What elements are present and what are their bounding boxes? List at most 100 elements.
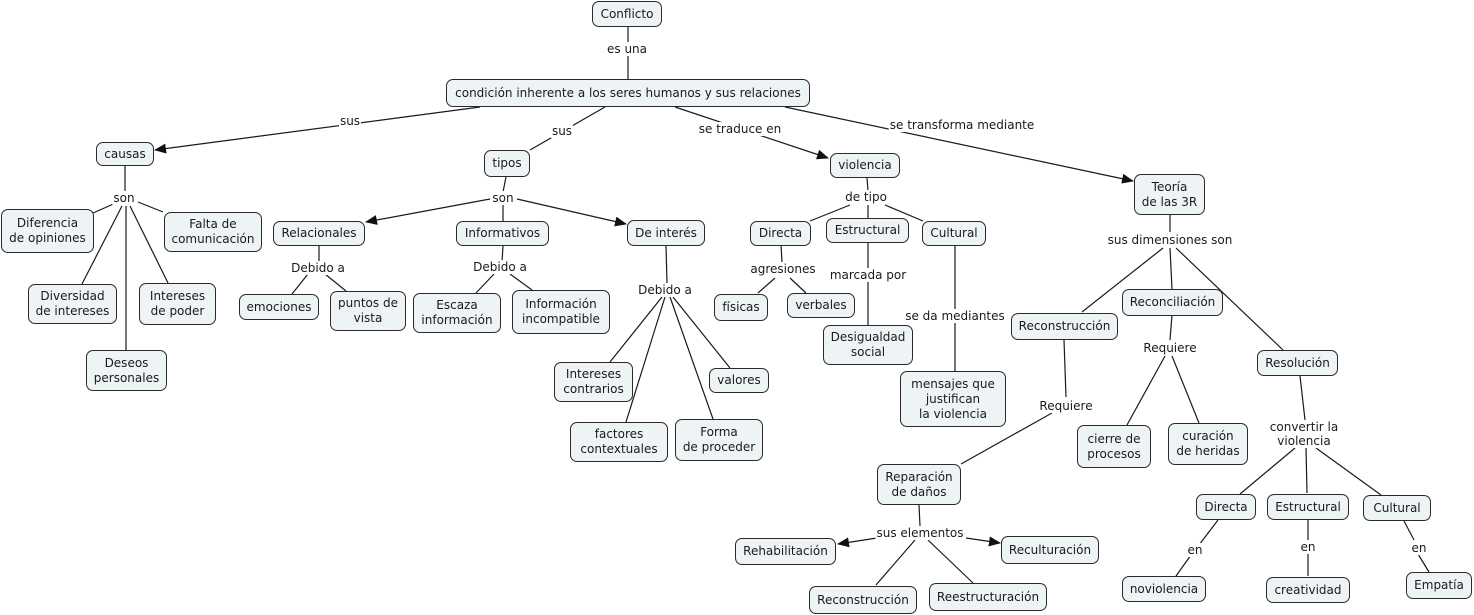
line-en-empatia <box>1417 553 1430 573</box>
link-label-en-directa: en <box>1186 543 1204 557</box>
concept-puntos-vista[interactable]: puntos de vista <box>330 291 406 331</box>
concept-diversidad-intereses[interactable]: Diversidad de intereses <box>28 284 117 324</box>
concept-creatividad[interactable]: creatividad <box>1266 577 1350 603</box>
concept-rehabilitacion[interactable]: Rehabilitación <box>735 538 836 565</box>
line-elementos-reconstruccion <box>875 539 916 586</box>
line-convertir-directa <box>1239 447 1296 495</box>
line-son-relacionales <box>365 198 491 225</box>
line-elementos-reculturacion <box>965 536 1001 547</box>
link-label-sus-dimensiones: sus dimensiones son <box>1106 233 1234 247</box>
line-son-intereses-poder <box>129 205 169 284</box>
concept-intereses-poder[interactable]: Intereses de poder <box>139 283 216 325</box>
line-tipos-son <box>502 176 507 193</box>
line-condicion-sus-causas <box>154 106 481 154</box>
link-label-convertir-violencia: convertir la violencia <box>1268 420 1340 448</box>
concept-de-interes[interactable]: De interés <box>627 220 705 246</box>
line-dimensiones-reconstruccion <box>1081 247 1164 313</box>
concept-reculturacion[interactable]: Reculturación <box>1001 536 1099 564</box>
link-label-requiere-reconciliacion: Requiere <box>1142 341 1198 355</box>
concept-reconstruccion-elemento[interactable]: Reconstrucción <box>809 586 917 614</box>
line-debido-forma <box>669 296 714 420</box>
line-requiere-curacion <box>1171 355 1200 424</box>
concept-forma-proceder[interactable]: Forma de proceder <box>675 419 763 461</box>
line-debido-factores <box>625 296 666 423</box>
line-son-deinteres <box>516 198 627 227</box>
concept-condicion-inherente[interactable]: condición inherente a los seres humanos … <box>446 79 810 107</box>
line-agresiones-fisicas <box>757 277 776 294</box>
concept-desigualdad-social[interactable]: Desigualdad social <box>823 325 913 365</box>
line-detipo-cultural <box>884 204 924 222</box>
line-directa-agresiones <box>780 244 783 263</box>
concept-resolucion[interactable]: Resolución <box>1257 350 1338 376</box>
line-condicion-transforma <box>784 106 1134 184</box>
link-label-son-causas: son <box>112 191 136 205</box>
concept-deseos-personales[interactable]: Deseos personales <box>86 350 167 391</box>
line-reconciliacion-requiere <box>1169 314 1173 341</box>
concept-mensajes-justifican[interactable]: mensajes que justifican la violencia <box>900 371 1006 427</box>
link-label-requiere-reconstruccion: Requiere <box>1038 399 1094 413</box>
concept-fisicas[interactable]: físicas <box>714 294 768 321</box>
line-debido-puntos <box>324 273 347 292</box>
line-requiere-cierre <box>1126 355 1166 426</box>
line-convertir-estructural <box>1305 447 1308 494</box>
link-label-es-una: es una <box>605 42 649 56</box>
concept-informativos[interactable]: Informativos <box>456 221 549 246</box>
line-violencia-detipo <box>866 177 869 192</box>
concept-informacion-incompatible[interactable]: Información incompatible <box>512 290 610 334</box>
line-elementos-rehabilitacion <box>837 537 878 548</box>
line-dimensiones-resolucion <box>1175 247 1284 351</box>
link-label-marcada-por: marcada por <box>828 268 908 282</box>
line-detipo-directa <box>809 204 851 222</box>
concept-reparacion-danos[interactable]: Reparación de daños <box>877 464 961 505</box>
link-label-sus-tipos: sus <box>550 124 574 138</box>
concept-empatia[interactable]: Empatía <box>1406 572 1472 599</box>
concept-relacionales[interactable]: Relacionales <box>273 221 365 246</box>
link-label-en-cultural: en <box>1410 541 1428 555</box>
concept-reconstruccion[interactable]: Reconstrucción <box>1011 313 1118 340</box>
concept-reestructuracion[interactable]: Reestructuración <box>929 583 1047 611</box>
concept-conflicto[interactable]: Conflicto <box>592 1 662 27</box>
concept-curacion-heridas[interactable]: curación de heridas <box>1168 423 1248 465</box>
concept-escaza-informacion[interactable]: Escaza información <box>413 293 501 333</box>
link-label-se-transforma-mediante: se transforma mediante <box>888 118 1036 132</box>
concept-falta-comunicacion[interactable]: Falta de comunicación <box>164 212 262 252</box>
concept-resolucion-cultural[interactable]: Cultural <box>1363 495 1431 521</box>
line-debido-valores <box>672 296 731 369</box>
link-label-se-da-mediantes: se da mediantes <box>904 309 1006 323</box>
line-elementos-reestructuracion <box>927 539 974 584</box>
line-agresiones-verbales <box>789 277 807 294</box>
concept-emociones[interactable]: emociones <box>239 294 319 320</box>
link-label-debido-informativos: Debido a <box>472 260 528 274</box>
link-label-debido-interes: Debido a <box>637 283 693 297</box>
concept-violencia[interactable]: violencia <box>830 153 900 178</box>
concept-noviolencia[interactable]: noviolencia <box>1122 576 1206 602</box>
concept-teoria-3r[interactable]: Teoría de las 3R <box>1134 174 1205 215</box>
concept-diferencia-opiniones[interactable]: Diferencia de opiniones <box>1 209 94 253</box>
line-son-diversidad <box>81 205 123 285</box>
concept-verbales[interactable]: verbales <box>787 293 855 318</box>
concept-valores[interactable]: valores <box>709 368 769 393</box>
line-reconstruccion-requiere <box>1063 339 1067 398</box>
concept-intereses-contrarios[interactable]: Intereses contrarios <box>554 362 633 402</box>
link-label-se-traduce-en: se traduce en <box>697 122 783 136</box>
line-informativos-debido <box>501 245 504 263</box>
link-label-de-tipo: de tipo <box>844 190 888 204</box>
concept-tipos[interactable]: tipos <box>484 150 530 177</box>
line-requiere-reparacion <box>960 412 1053 465</box>
concept-violencia-cultural[interactable]: Cultural <box>922 221 986 246</box>
line-dimensiones-reconciliacion <box>1169 247 1173 290</box>
concept-cierre-procesos[interactable]: cierre de procesos <box>1077 425 1151 468</box>
concept-resolucion-estructural[interactable]: Estructural <box>1267 494 1349 520</box>
line-rdirecta-en <box>1198 519 1219 546</box>
concept-resolucion-directa[interactable]: Directa <box>1196 494 1256 520</box>
concept-factores-contextuales[interactable]: factores contextuales <box>570 422 668 462</box>
concept-causas[interactable]: causas <box>96 142 154 166</box>
line-debido-intereses-contrarios <box>609 296 663 363</box>
concept-violencia-directa[interactable]: Directa <box>750 221 811 246</box>
concept-reconciliacion[interactable]: Reconciliación <box>1122 289 1223 316</box>
concept-violencia-estructural[interactable]: Estructural <box>826 218 909 243</box>
line-en-noviolencia <box>1175 554 1192 577</box>
line-resolucion-convertir <box>1299 375 1306 421</box>
line-debido-escaza <box>475 273 495 294</box>
